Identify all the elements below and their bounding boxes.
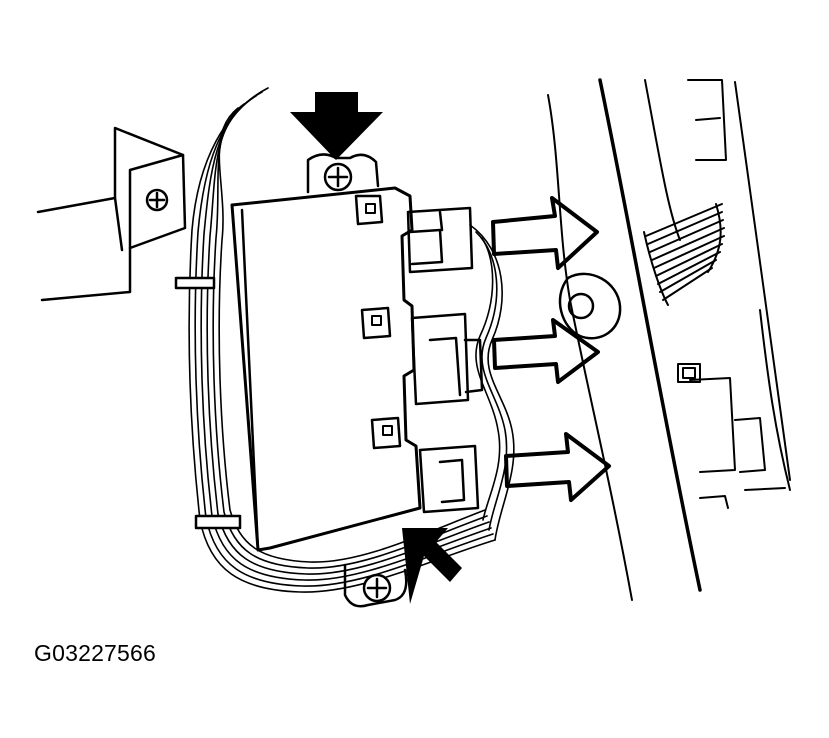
screw-icon	[145, 188, 169, 212]
connector-middle	[410, 312, 484, 406]
solid-arrow-down-icon	[290, 92, 383, 160]
screw-icon	[323, 162, 353, 192]
outline-arrow-right-icon	[492, 318, 600, 384]
harness-clip-lower	[194, 514, 242, 530]
upper-mount-tab	[306, 153, 380, 194]
outline-arrow-right-icon	[504, 432, 611, 502]
figure-id-label: G03227566	[34, 640, 157, 666]
electronic-module	[230, 186, 422, 552]
harness-clip-upper	[174, 276, 216, 290]
wire-harness	[188, 87, 515, 593]
connector-upper	[406, 206, 474, 274]
solid-arrow-diagonal-icon	[402, 528, 462, 604]
screw-icon	[362, 573, 392, 603]
body-panel	[547, 78, 791, 601]
corrugated-conduit	[643, 203, 725, 306]
grommet	[558, 272, 622, 340]
connector-bracket	[677, 363, 701, 383]
outline-arrow-right-icon	[491, 196, 599, 270]
lower-mount-tab	[343, 563, 408, 608]
connector-lower	[418, 444, 480, 514]
left-bracket	[36, 126, 187, 302]
